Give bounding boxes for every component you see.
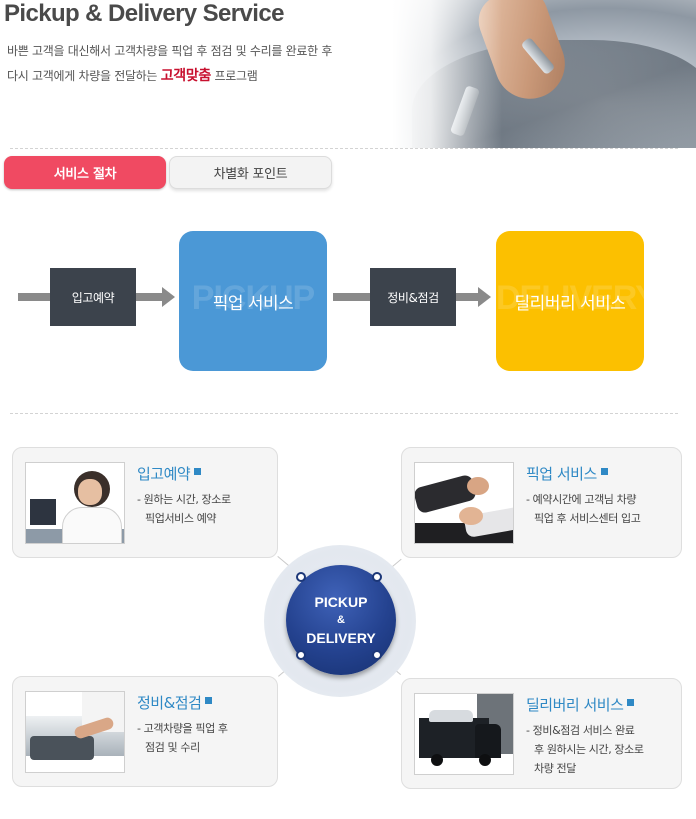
divider xyxy=(10,148,678,149)
arrow-right-icon xyxy=(162,287,175,307)
card-description: - 정비&점검 서비스 완료 후 원하시는 시간, 장소로 차량 전달 xyxy=(526,724,644,775)
intro-text-line-1: 바쁜 고객을 대신해서 고객차량을 픽업 후 점검 및 수리를 완료한 후 xyxy=(7,44,333,58)
card-description: - 원하는 시간, 장소로 픽업서비스 예약 xyxy=(137,493,231,525)
arrow-right-icon xyxy=(478,287,491,307)
photo-fade xyxy=(392,0,502,148)
step-maintenance: 정비&점검 xyxy=(370,268,456,326)
intro-suffix: 프로그램 xyxy=(214,69,258,83)
connector-dot xyxy=(296,650,306,660)
card-title: 딜리버리 서비스 xyxy=(526,694,635,715)
card-title: 입고예약 xyxy=(137,463,202,484)
pickup-watermark: PICKUP xyxy=(191,279,315,317)
key-handover-photo xyxy=(414,462,514,544)
tab-service-procedure[interactable]: 서비스 절차 xyxy=(4,156,166,189)
step-reservation: 입고예약 xyxy=(50,268,136,326)
intro-prefix: 다시 고객에게 차량을 전달하는 xyxy=(7,69,158,83)
bullet-square-icon xyxy=(194,468,202,475)
step-delivery-service: DELIVERY 딜리버리 서비스 xyxy=(496,231,644,371)
flow-arrow-line xyxy=(18,293,50,301)
flow-arrow-line xyxy=(136,293,164,301)
connector-dot xyxy=(372,650,382,660)
step-pickup-service: PICKUP 픽업 서비스 xyxy=(179,231,327,371)
connector-dot xyxy=(372,572,382,582)
bullet-square-icon xyxy=(600,468,608,475)
card-description: - 고객차량을 픽업 후 점검 및 수리 xyxy=(137,722,228,754)
card-pickup: 픽업 서비스 - 예약시간에 고객님 차량 픽업 후 서비스센터 입고 xyxy=(401,447,682,558)
bullet-square-icon xyxy=(627,699,635,706)
intro-highlight: 고객맞춤 xyxy=(160,68,212,84)
center-line-1: PICKUP xyxy=(314,593,368,610)
mechanic-photo xyxy=(25,691,125,773)
card-delivery: 딜리버리 서비스 - 정비&점검 서비스 완료 후 원하시는 시간, 장소로 차… xyxy=(401,678,682,789)
card-title: 정비&점검 xyxy=(137,692,213,713)
intro-text-line-2: 다시 고객에게 차량을 전달하는 고객맞춤 프로그램 xyxy=(7,65,258,85)
card-description: - 예약시간에 고객님 차량 픽업 후 서비스센터 입고 xyxy=(526,493,641,525)
page-title: Pickup & Delivery Service xyxy=(4,0,284,27)
step-pickup-label: 픽업 서비스 xyxy=(212,293,294,314)
bullet-square-icon xyxy=(205,697,213,704)
reception-photo xyxy=(25,462,125,544)
center-line-2: & xyxy=(337,613,345,626)
tow-truck-photo xyxy=(414,693,514,775)
step-delivery-label: 딜리버리 서비스 xyxy=(514,293,626,314)
tab-differentiation-points[interactable]: 차별화 포인트 xyxy=(169,156,332,189)
card-maintenance: 정비&점검 - 고객차량을 픽업 후 점검 및 수리 xyxy=(12,676,278,787)
card-title: 픽업 서비스 xyxy=(526,463,608,484)
delivery-watermark: DELIVERY xyxy=(496,279,644,317)
flow-arrow-line xyxy=(456,293,480,301)
hero-photo-hand-with-car-key xyxy=(392,0,696,148)
card-reservation: 입고예약 - 원하는 시간, 장소로 픽업서비스 예약 xyxy=(12,447,278,558)
center-line-3: DELIVERY xyxy=(306,629,376,646)
divider xyxy=(10,413,678,414)
flow-arrow-line xyxy=(333,293,370,301)
connector-dot xyxy=(296,572,306,582)
